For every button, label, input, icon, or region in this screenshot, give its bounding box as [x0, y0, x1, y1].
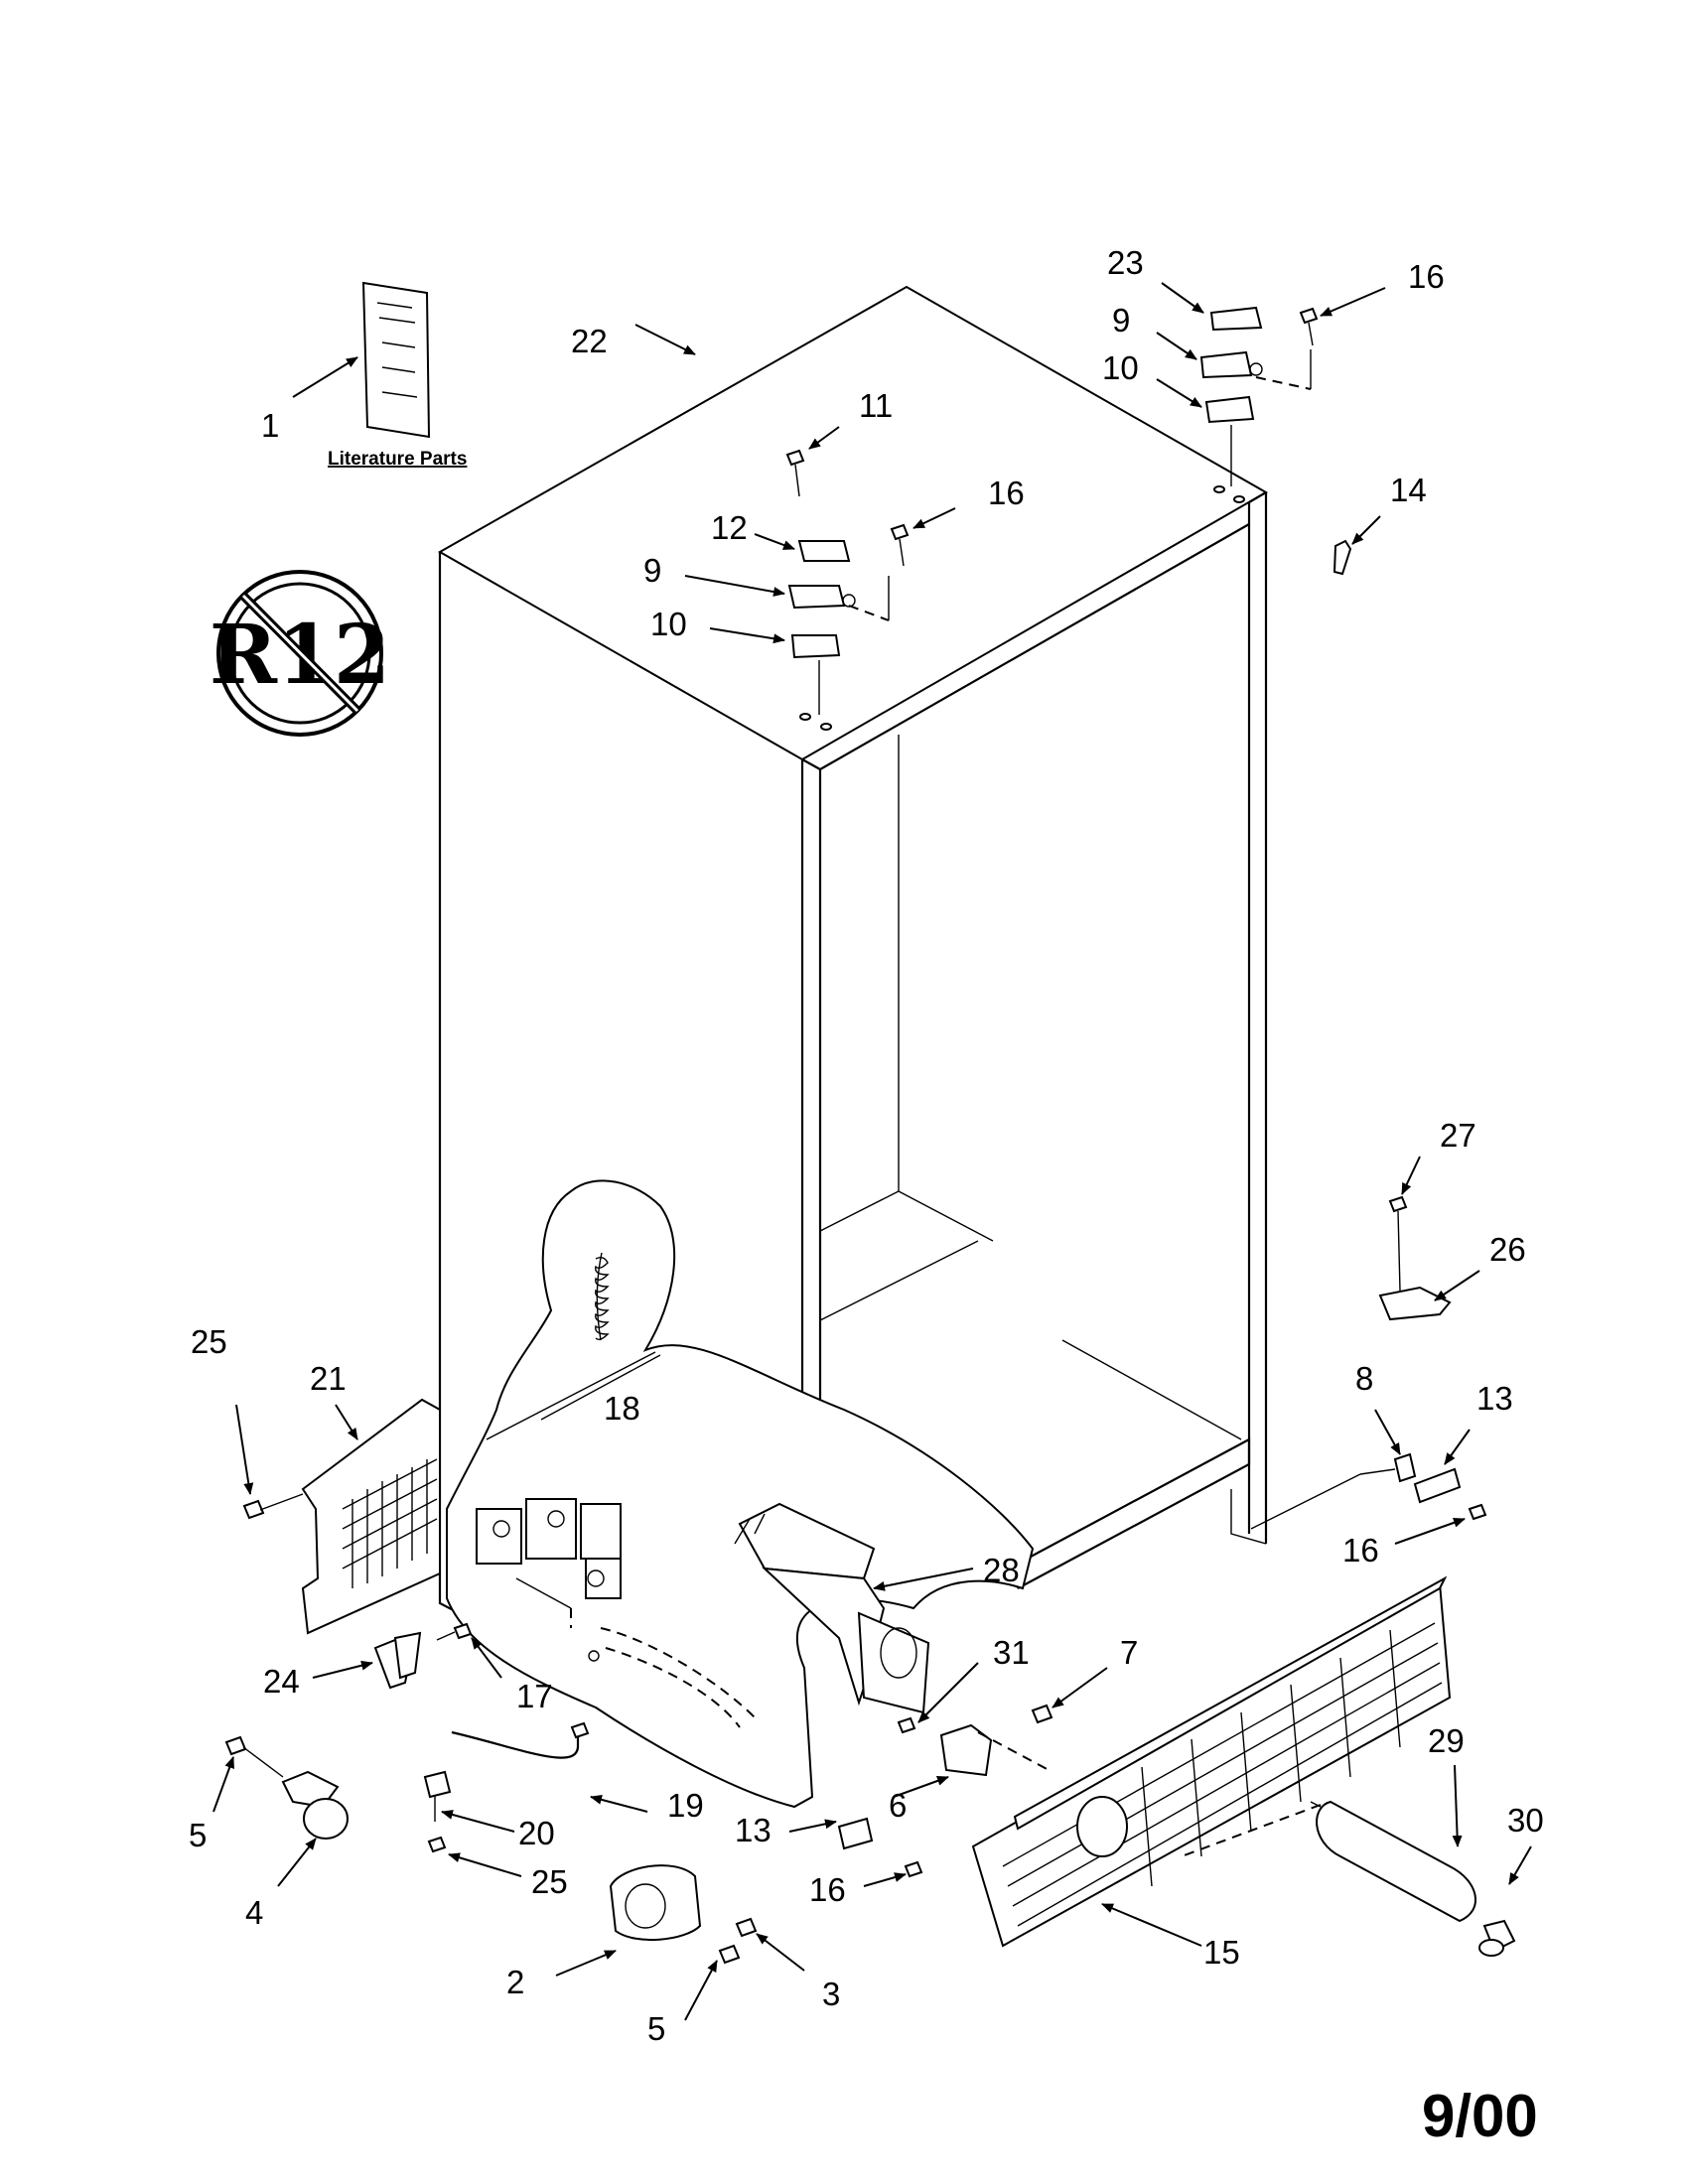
callout-31: 31: [993, 1634, 1030, 1671]
callout-16: 16: [1342, 1532, 1379, 1569]
water-filter: [1181, 1800, 1516, 1957]
front-grille: [971, 1575, 1452, 1948]
callout-17: 17: [516, 1678, 553, 1714]
bracket-13-bottom: [837, 1817, 874, 1850]
callout-4: 4: [245, 1894, 263, 1931]
bracket-6: [939, 1723, 1053, 1777]
clamp-20: [423, 1770, 452, 1822]
refrigerator-cabinet: [437, 285, 1269, 1798]
right-top-hinge: [1199, 306, 1312, 486]
callout-10: 10: [650, 606, 687, 642]
water-tube-19: [451, 1721, 590, 1759]
callout-3: 3: [822, 1976, 840, 2012]
callout-13: 13: [1476, 1380, 1513, 1417]
callout-9: 9: [643, 552, 661, 589]
screw-11: [785, 449, 805, 497]
clip-14: [1333, 539, 1352, 576]
callout-8: 8: [1355, 1360, 1373, 1397]
screw-25-left: [242, 1493, 304, 1520]
screw-17: [436, 1622, 473, 1641]
callout-16: 16: [809, 1871, 846, 1908]
screw-31: [897, 1716, 916, 1734]
left-top-hinge: [787, 540, 890, 715]
callout-21: 21: [310, 1360, 347, 1397]
callout-29: 29: [1428, 1722, 1465, 1759]
callout-27: 27: [1440, 1117, 1476, 1154]
callout-10: 10: [1102, 349, 1139, 386]
screw-16-top-right: [1299, 307, 1319, 346]
bracket-26: [1378, 1286, 1452, 1321]
screw-5-left: [224, 1735, 284, 1778]
callout-6: 6: [889, 1787, 907, 1824]
callout-labels: 1 22 11 16 12 9 10 23 9 10 16 14 27 26 8…: [189, 244, 1544, 2047]
callout-16: 16: [988, 475, 1025, 511]
bracket-24: [373, 1631, 422, 1690]
caster-2: [609, 1864, 702, 1942]
water-valve-assembly: [476, 1498, 622, 1628]
callout-14: 14: [1390, 472, 1427, 508]
screw-3: [735, 1917, 758, 1938]
literature-parts-label: Literature Parts: [328, 449, 467, 470]
callout-26: 26: [1489, 1231, 1526, 1268]
screw-16-top-left: [890, 523, 910, 567]
callout-13: 13: [735, 1812, 772, 1848]
callout-25: 25: [191, 1323, 227, 1360]
callout-25: 25: [531, 1863, 568, 1900]
callout-16: 16: [1408, 258, 1445, 295]
callout-5: 5: [189, 1817, 207, 1853]
callout-19: 19: [667, 1787, 704, 1824]
caster-4: [281, 1770, 349, 1840]
callout-28: 28: [983, 1552, 1020, 1588]
revision-date: 9/00: [1422, 2083, 1538, 2149]
rear-access-cover: [301, 1398, 441, 1635]
screw-16-right: [1468, 1503, 1487, 1521]
callout-22: 22: [571, 323, 608, 359]
cabinet-cutaway: [446, 1179, 1035, 1809]
bracket-13-right: [1413, 1467, 1462, 1504]
screw-25-bottom: [427, 1836, 447, 1853]
callout-11: 11: [859, 387, 893, 424]
screw-7: [1031, 1704, 1053, 1724]
callout-18: 18: [604, 1390, 640, 1427]
no-r12-symbol: R12: [210, 570, 390, 737]
callout-12: 12: [711, 509, 748, 546]
callout-5: 5: [647, 2010, 665, 2047]
callout-24: 24: [263, 1663, 300, 1700]
callout-15: 15: [1203, 1934, 1240, 1971]
callout-9: 9: [1112, 302, 1130, 339]
bracket-8: [1393, 1452, 1417, 1483]
callout-20: 20: [518, 1815, 555, 1851]
literature-packet: [361, 281, 431, 439]
callout-2: 2: [506, 1964, 524, 2000]
drain-heater: [595, 1256, 610, 1341]
screw-16-bottom: [904, 1860, 923, 1878]
callout-23: 23: [1107, 244, 1144, 281]
screw-27: [1388, 1195, 1408, 1292]
screw-5-bottom: [718, 1944, 741, 1965]
leader-arrows: [212, 282, 1532, 2021]
callout-30: 30: [1507, 1802, 1544, 1839]
callout-7: 7: [1120, 1634, 1138, 1671]
callout-1: 1: [261, 407, 279, 444]
